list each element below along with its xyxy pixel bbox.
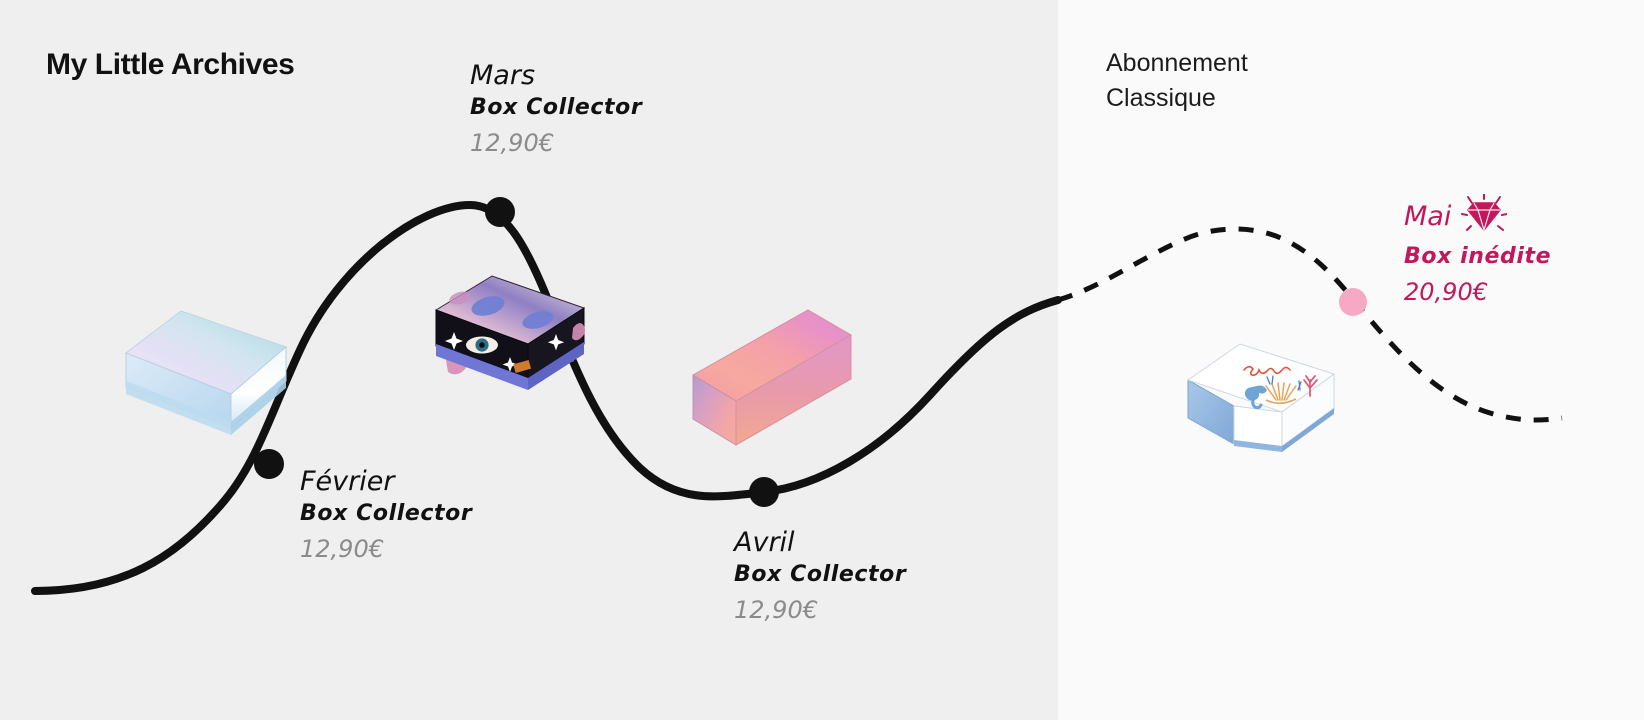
box-fevrier-iridescent-sky[interactable] [118, 295, 293, 435]
timeline-entry-mai[interactable]: Mai Box inédite 20,90€ [1404, 193, 1552, 311]
entry-month-label: Mars [470, 60, 536, 91]
entry-price-label: 20,90€ [1404, 278, 1488, 307]
entry-month-row: Mai [1404, 193, 1551, 240]
timeline-entry-avril[interactable]: Avril Box Collector 12,90€ [734, 527, 906, 629]
entry-kind-label: Box Collector [734, 562, 907, 588]
diamond-icon [1461, 193, 1509, 240]
timeline-entry-mars[interactable]: Mars Box Collector 12,90€ [470, 60, 642, 162]
timeline-entry-fevrier[interactable]: Février Box Collector 12,90€ [300, 466, 472, 568]
entry-price-label: 12,90€ [734, 596, 818, 625]
entry-kind-label: Box Collector [300, 501, 473, 527]
entry-month-label: Mai [1404, 201, 1452, 233]
plan-line-2: Classique [1106, 84, 1216, 112]
box-avril-pink-gradient[interactable] [688, 305, 858, 453]
entry-price-label: 12,90€ [300, 535, 384, 564]
page-title: My Little Archives [46, 48, 295, 81]
subscription-plan-heading: Abonnement Classique [1106, 46, 1356, 116]
entry-month-label: Février [300, 466, 395, 497]
plan-line-1: Abonnement [1106, 49, 1248, 77]
entry-month-label: Avril [734, 527, 795, 558]
entry-price-label: 12,90€ [470, 129, 554, 158]
entry-kind-label: Box inédite [1404, 244, 1552, 269]
box-mai-ocean-shells[interactable] [1182, 322, 1344, 454]
entry-kind-label: Box Collector [470, 95, 643, 121]
box-mars-black-eye-stars[interactable] [430, 262, 590, 397]
